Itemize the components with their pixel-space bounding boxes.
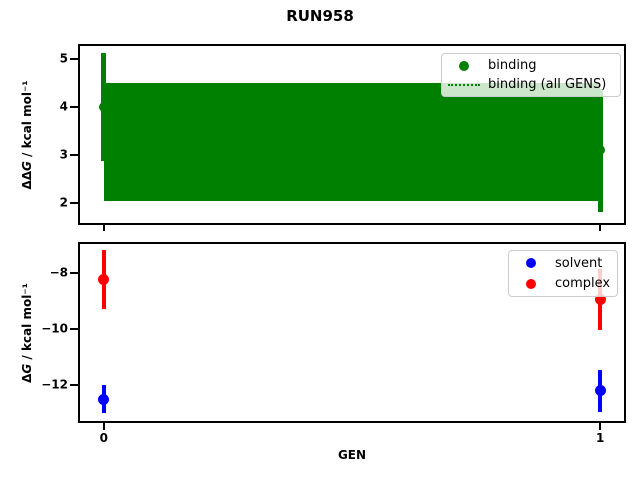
legend-dg: solvent complex xyxy=(508,250,618,297)
y-tick xyxy=(70,384,78,387)
axes-top-binding xyxy=(78,44,626,225)
y-tick xyxy=(70,106,78,108)
legend-item-complex: complex xyxy=(509,274,617,294)
y-tick-label: 5 xyxy=(59,51,68,66)
data-point-solvent xyxy=(594,385,606,397)
binding-marker-icon xyxy=(459,60,469,71)
x-tick xyxy=(102,422,105,430)
legend-item-binding: binding xyxy=(442,56,620,75)
y-axis-label-ddg: ΔΔG / kcal mol⁻¹ xyxy=(20,80,34,190)
axes-bottom-dg xyxy=(78,242,626,423)
y-tick xyxy=(70,271,78,274)
y-tick-label: −12 xyxy=(41,377,68,392)
y-tick xyxy=(70,154,78,157)
y-tick-label: 4 xyxy=(59,99,68,114)
data-point-complex xyxy=(594,293,606,305)
legend-item-binding-all-gens: binding (all GENS) xyxy=(442,75,620,94)
solvent-marker-icon xyxy=(526,258,536,269)
y-tick xyxy=(70,202,78,205)
dotted-line-icon xyxy=(448,83,480,86)
x-tick-label: 1 xyxy=(595,430,605,445)
x-tick xyxy=(599,224,602,232)
y-tick-label: 2 xyxy=(59,195,68,210)
data-point-complex xyxy=(98,274,110,286)
data-point-binding xyxy=(98,102,109,112)
data-point-binding xyxy=(595,145,606,156)
y-tick-label: 3 xyxy=(59,147,68,162)
figure-title: RUN958 xyxy=(286,7,354,25)
y-tick xyxy=(70,327,78,330)
y-tick-label: −8 xyxy=(49,265,68,280)
legend-label-solvent: solvent xyxy=(555,255,603,271)
confidence-band xyxy=(103,82,601,201)
x-axis-label-gen: GEN xyxy=(337,448,367,462)
data-point-solvent xyxy=(98,393,110,405)
x-tick xyxy=(102,224,105,232)
y-tick xyxy=(70,57,78,60)
y-axis-label-dg: ΔG / kcal mol⁻¹ xyxy=(20,283,34,383)
x-tick-label: 0 xyxy=(99,430,108,445)
legend-label-binding-all-gens: binding (all GENS) xyxy=(488,77,607,92)
complex-marker-icon xyxy=(526,278,536,289)
legend-label-binding: binding xyxy=(488,58,537,73)
legend-item-solvent: solvent xyxy=(509,253,617,273)
y-tick-label: −10 xyxy=(41,321,68,336)
x-tick xyxy=(599,422,602,430)
legend-binding: binding binding (all GENS) xyxy=(441,53,621,97)
legend-label-complex: complex xyxy=(555,276,611,292)
